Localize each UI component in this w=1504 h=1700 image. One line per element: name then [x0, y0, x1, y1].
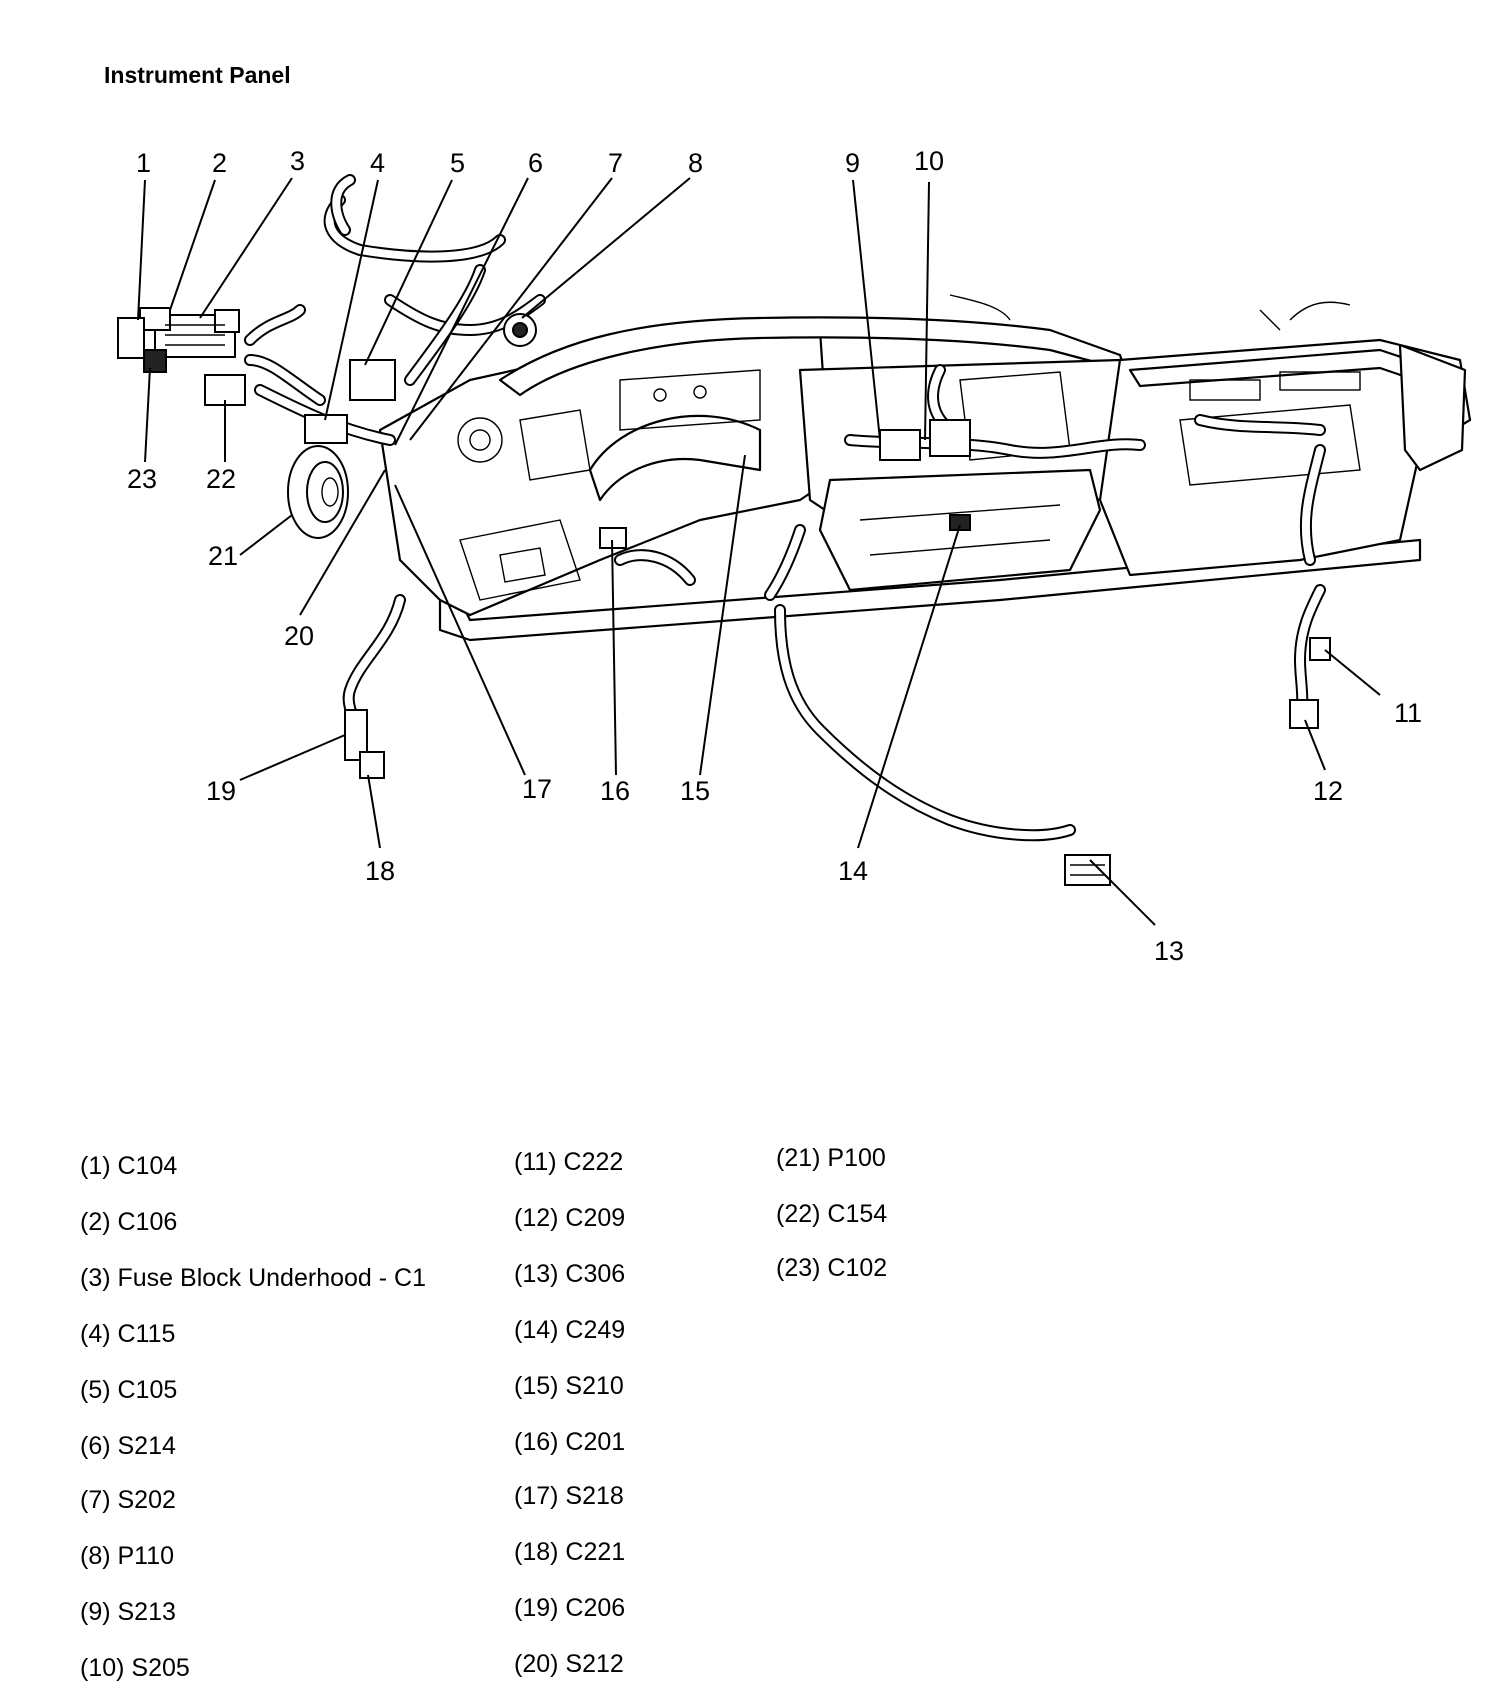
legend-item: (2) C106: [80, 1208, 178, 1236]
callout-16: 16: [600, 776, 630, 806]
callout-17: 17: [522, 774, 552, 804]
legend-item: (4) C115: [80, 1320, 176, 1348]
legend-item: (21) P100: [776, 1144, 886, 1172]
legend-item: (9) S213: [80, 1598, 176, 1626]
legend-item: (3) Fuse Block Underhood - C1: [80, 1264, 426, 1292]
leader-lines: [137, 177, 1381, 926]
callout-6: 6: [528, 148, 543, 178]
callout-23: 23: [127, 464, 157, 494]
legend-item: (7) S202: [80, 1486, 176, 1514]
legend-item: (23) C102: [776, 1254, 888, 1282]
callout-15: 15: [680, 776, 710, 806]
legend-item: (8) P110: [80, 1542, 175, 1570]
legend-item: (6) S214: [80, 1432, 176, 1460]
legend-item: (13) C306: [514, 1260, 626, 1288]
callout-14: 14: [838, 856, 868, 886]
callout-numbers: 1 2 3 4 5 6 7 8 9 10 11 12 13 14 15 16 1…: [127, 146, 1422, 966]
legend-item: (20) S212: [514, 1650, 624, 1678]
callout-10: 10: [914, 146, 944, 176]
legend-item: (11) C222: [514, 1148, 624, 1176]
callout-21: 21: [208, 541, 238, 571]
legend-item: (18) C221: [514, 1538, 626, 1566]
callout-8: 8: [688, 148, 703, 178]
legend-item: (1) C104: [80, 1152, 178, 1180]
legend-item: (14) C249: [514, 1316, 626, 1344]
callout-1: 1: [136, 148, 151, 178]
callout-7: 7: [608, 148, 623, 178]
page-title: Instrument Panel: [104, 62, 291, 88]
legend-item: (12) C209: [514, 1204, 626, 1232]
callout-13: 13: [1154, 936, 1184, 966]
callout-22: 22: [206, 464, 236, 494]
callout-2: 2: [212, 148, 227, 178]
wiring-harness: [244, 174, 1351, 842]
callout-3: 3: [290, 146, 305, 176]
legend-item: (5) C105: [80, 1376, 178, 1404]
legend-item: (15) S210: [514, 1372, 624, 1400]
callout-11: 11: [1394, 698, 1422, 728]
legend-item: (17) S218: [514, 1482, 624, 1510]
callout-19: 19: [206, 776, 236, 806]
callout-18: 18: [365, 856, 395, 886]
callout-4: 4: [370, 148, 385, 178]
legend-item: (16) C201: [514, 1428, 626, 1456]
callout-20: 20: [284, 621, 314, 651]
legend-item: (19) C206: [514, 1594, 626, 1622]
legend-item: (22) C154: [776, 1200, 888, 1228]
instrument-panel-carrier: [378, 316, 1472, 642]
callout-5: 5: [450, 148, 465, 178]
callout-12: 12: [1313, 776, 1343, 806]
callout-9: 9: [845, 148, 860, 178]
instrument-panel-diagram: 1 2 3 4 5 6 7 8 9 10 11 12 13 14 15 16 1…: [117, 146, 1472, 966]
legend-item: (10) S205: [80, 1654, 190, 1682]
